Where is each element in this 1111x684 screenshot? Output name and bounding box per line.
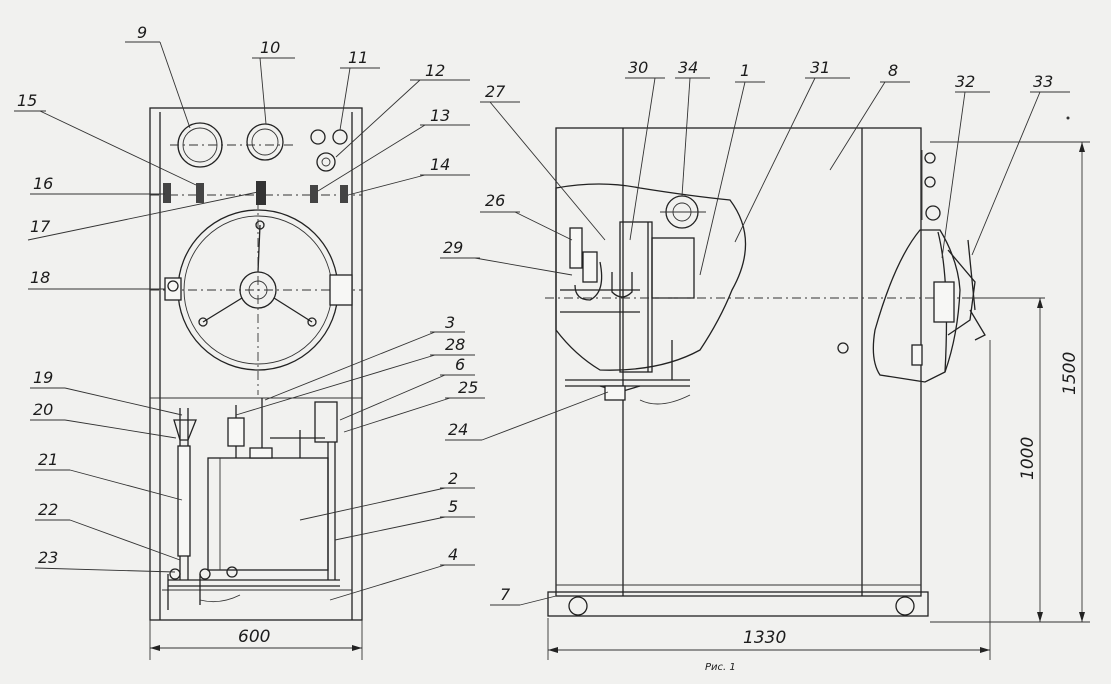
label-30: 30 <box>628 58 648 77</box>
label-22: 22 <box>38 500 58 519</box>
indicator-lamp-b <box>332 129 348 145</box>
label-13: 13 <box>430 106 450 125</box>
door-hinge <box>329 274 353 306</box>
label-27: 27 <box>485 82 506 101</box>
label-23: 23 <box>38 548 58 567</box>
cabinet-outline <box>149 107 363 621</box>
label-14: 14 <box>430 155 450 174</box>
front-view <box>149 107 363 660</box>
caption-mark: Рис. 1 <box>705 662 736 673</box>
label-18: 18 <box>30 268 50 287</box>
indicator-lamp-c <box>316 152 336 172</box>
label-19: 19 <box>33 368 53 387</box>
door-handle-block <box>933 281 955 323</box>
water-funnel <box>173 419 197 441</box>
pressure-gauge-10 <box>246 123 284 161</box>
label-31: 31 <box>810 58 830 77</box>
label-32: 32 <box>955 72 975 91</box>
label-7: 7 <box>500 585 511 604</box>
side-cabinet-outline <box>555 127 922 597</box>
label-8: 8 <box>888 61 898 80</box>
label-29: 29 <box>443 238 463 257</box>
cutaway-region <box>555 183 747 371</box>
label-33: 33 <box>1033 72 1053 91</box>
water-level-glass <box>177 445 191 557</box>
label-17: 17 <box>30 217 51 236</box>
label-11: 11 <box>348 48 368 67</box>
indicator-lamp-a <box>310 129 326 145</box>
valve-row <box>163 181 348 205</box>
label-24: 24 <box>448 420 468 439</box>
label-4: 4 <box>448 545 458 564</box>
front-view-labels: 9 10 11 12 15 13 16 14 17 18 3 28 19 6 2… <box>14 23 485 647</box>
label-28: 28 <box>445 335 465 354</box>
steam-generator <box>207 457 329 571</box>
label-2: 2 <box>448 469 458 488</box>
side-view <box>545 127 1090 660</box>
caster-right <box>895 596 915 616</box>
label-12: 12 <box>425 61 445 80</box>
door-profile <box>872 229 961 383</box>
label-6: 6 <box>455 355 465 374</box>
dimension-1330: 1330 <box>743 628 786 648</box>
label-20: 20 <box>33 400 53 419</box>
side-valve <box>925 205 941 221</box>
dimension-1000: 1000 <box>1018 437 1038 480</box>
label-34: 34 <box>678 58 698 77</box>
label-16: 16 <box>33 174 53 193</box>
label-26: 26 <box>485 191 505 210</box>
dimension-1500: 1500 <box>1060 352 1080 395</box>
label-9: 9 <box>137 23 147 42</box>
side-view-labels: 30 34 1 31 8 32 33 27 26 29 24 7 1330 15… <box>440 58 1080 673</box>
base-frame <box>547 591 929 617</box>
chamber-body <box>651 237 695 299</box>
label-10: 10 <box>260 38 280 57</box>
label-25: 25 <box>458 378 478 397</box>
label-15: 15 <box>17 91 37 110</box>
label-5: 5 <box>448 497 458 516</box>
label-1: 1 <box>740 61 750 80</box>
caster-left <box>568 596 588 616</box>
label-21: 21 <box>38 450 58 469</box>
dimension-600: 600 <box>238 627 270 647</box>
label-3: 3 <box>445 313 455 332</box>
